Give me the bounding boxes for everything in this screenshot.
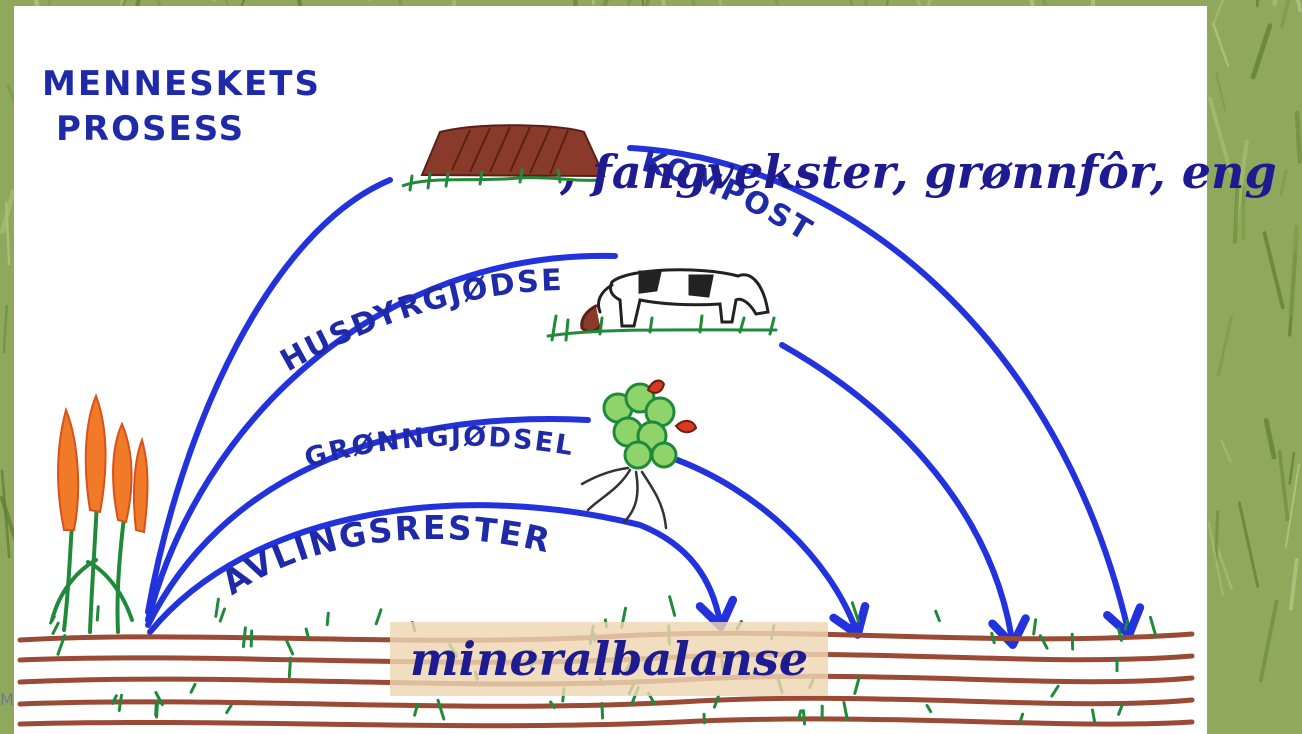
arc-label-avlingsrester: AVLINGSRESTER xyxy=(215,508,556,602)
arc-label-gronngjodsel-path: GRØNNGJØDSEL xyxy=(301,421,575,474)
grass-blade xyxy=(1208,96,1233,174)
grass-blade xyxy=(1211,0,1225,27)
soil-grass-stroke xyxy=(325,611,330,626)
soil-grass-stroke xyxy=(285,638,295,656)
soil-grass-stroke xyxy=(925,703,933,714)
soil-grass-stroke xyxy=(600,702,605,720)
soil-grass-stroke xyxy=(374,608,383,626)
soil-grass-stroke xyxy=(49,615,56,625)
grass-blade xyxy=(1237,501,1260,588)
grass-blade xyxy=(849,0,854,8)
soil-grass-stroke xyxy=(1018,712,1025,724)
soil-grass-stroke xyxy=(287,656,293,679)
soil-grass-stroke xyxy=(712,694,720,709)
grass-blade xyxy=(1295,0,1302,13)
soil-grass-stroke xyxy=(1117,627,1123,642)
soil-grass-stroke xyxy=(842,700,849,721)
grass-blade xyxy=(1207,520,1224,596)
soil-grass-stroke xyxy=(154,701,158,717)
soil-grass-stroke xyxy=(189,682,197,694)
soil-grass-stroke xyxy=(1117,703,1124,716)
soil-grass-stroke xyxy=(1032,618,1038,636)
arc-kompost-left xyxy=(145,177,393,615)
heading-line1: MENNESKETS xyxy=(42,64,321,104)
soil-grass-stroke xyxy=(413,702,420,717)
arrow-arcs xyxy=(145,145,1145,649)
grass-blade xyxy=(1288,451,1296,485)
grass-blade xyxy=(1232,170,1241,244)
arc-label-gronngjodsel: GRØNNGJØDSEL xyxy=(301,421,577,474)
grass-blade xyxy=(1250,23,1273,80)
soil-grass-stroke xyxy=(1090,708,1097,724)
arc-gronn-left xyxy=(145,416,591,628)
green-manure-plant-icon xyxy=(580,379,698,530)
soil-grass-stroke xyxy=(853,676,861,695)
soil-grass-stroke xyxy=(56,634,67,656)
grass-blade xyxy=(916,0,923,12)
grass-blade xyxy=(1214,70,1227,112)
grass-blade xyxy=(1263,418,1277,460)
grass-blade xyxy=(1288,558,1299,611)
soil-grass-stroke xyxy=(154,691,164,707)
arc-husdyr-right xyxy=(779,342,1030,649)
title-overlay-text: , fangvekster, grønnfôr, eng xyxy=(560,145,1277,199)
grass-blade xyxy=(1288,224,1299,316)
soil-grass-stroke xyxy=(934,609,941,623)
grass-blade xyxy=(1284,463,1300,549)
corner-mark: M xyxy=(0,690,14,709)
compost-heap-icon xyxy=(401,124,606,192)
grass-blade xyxy=(1280,0,1291,29)
grass-blade xyxy=(1214,541,1233,591)
grass-blade xyxy=(2,304,9,354)
soil-grass-stroke xyxy=(95,605,100,622)
soil-grass-stroke xyxy=(214,597,220,618)
arc-label-avlingsrester-path: AVLINGSRESTER xyxy=(215,508,554,602)
soil-grass-stroke xyxy=(241,626,247,649)
soil-grass-stroke xyxy=(111,694,118,705)
arc-gronn-right xyxy=(669,455,870,639)
grass-blade xyxy=(599,0,609,17)
arc-label-husdyrgjodsel-path: HUSDYRGJØDSEL xyxy=(0,0,562,379)
cow-icon xyxy=(580,268,770,334)
grass-blade xyxy=(1279,169,1288,196)
grass-blade xyxy=(625,0,632,9)
grass-patch-cow xyxy=(546,314,778,342)
grass-blade xyxy=(1277,449,1290,522)
soil-grass-stroke xyxy=(1038,634,1049,650)
soil-grass-stroke xyxy=(797,709,803,721)
arc-husdyr-left xyxy=(145,252,618,623)
heading-line2: PROSESS xyxy=(56,109,245,149)
soil-grass-stroke xyxy=(668,595,677,617)
soil-grass-stroke xyxy=(549,700,556,710)
grass-blade xyxy=(1214,510,1220,562)
arc-kompost-right xyxy=(627,145,1145,639)
grass-blade xyxy=(451,0,458,19)
soil-grass-stroke xyxy=(304,627,311,641)
soil-grass-stroke xyxy=(1123,619,1129,631)
soil-grass-stroke xyxy=(51,621,60,635)
bottom-label-box: mineralbalanse xyxy=(390,622,828,696)
grass-blade xyxy=(1220,438,1232,464)
soil-grass-stroke xyxy=(850,601,860,623)
soil-grass-stroke xyxy=(225,704,233,715)
soil-grass-stroke xyxy=(990,631,996,645)
soil-grass-stroke xyxy=(436,698,446,721)
soil-grass-stroke xyxy=(117,693,123,712)
crop-plant-icon xyxy=(50,393,149,634)
grass-blade xyxy=(1294,110,1302,164)
soil-grass-stroke xyxy=(801,709,807,726)
soil-grass-stroke xyxy=(1148,615,1157,637)
arc-label-husdyrgjodsel: HUSDYRGJØDSEL xyxy=(0,0,564,379)
grass-blade xyxy=(1216,314,1233,378)
grass-blade xyxy=(1258,599,1279,683)
grass-blade xyxy=(0,188,16,235)
grass-blade xyxy=(1262,231,1285,310)
bottom-label: mineralbalanse xyxy=(409,632,809,686)
grass-blade xyxy=(1212,22,1230,67)
arc-avlings xyxy=(147,502,738,635)
soil-grass-stroke xyxy=(1050,684,1060,698)
soil-grass-stroke xyxy=(218,607,226,623)
